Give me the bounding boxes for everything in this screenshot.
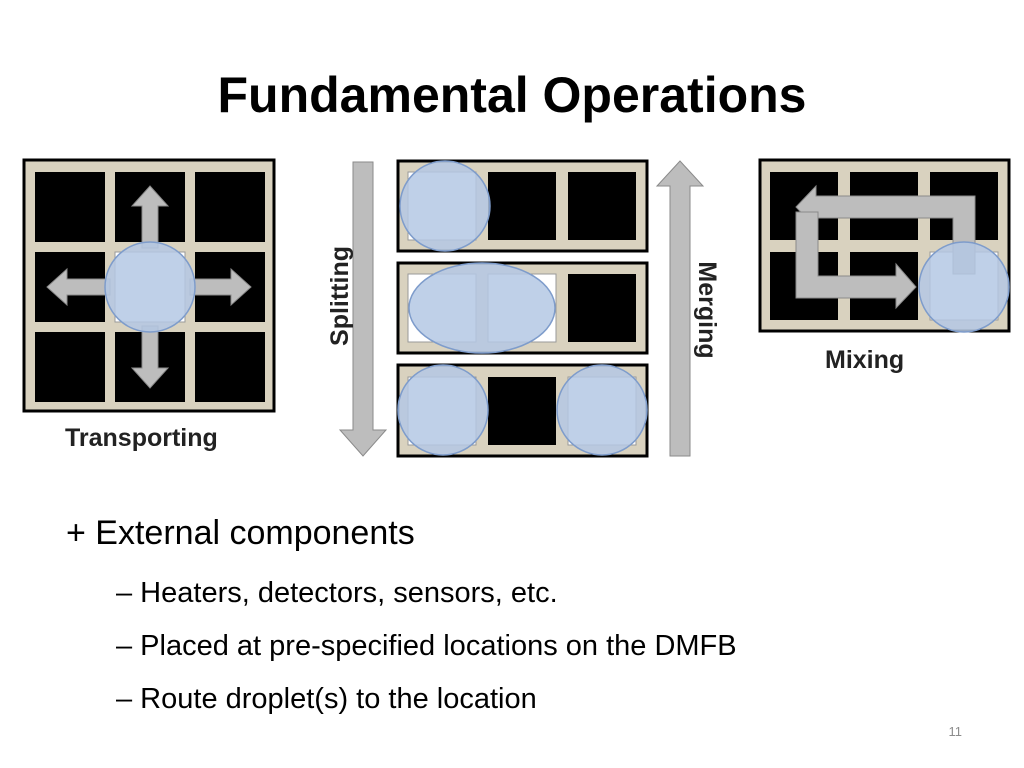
cell [568, 274, 636, 342]
mixing-label: Mixing [825, 346, 904, 374]
cell [195, 332, 265, 402]
merging-panel: Merging [655, 160, 721, 457]
bullet-sub: – Placed at pre-specified locations on t… [116, 630, 737, 662]
bullet-main: + External components [66, 514, 415, 552]
cell [488, 377, 556, 445]
droplet [399, 160, 491, 252]
droplet [556, 364, 648, 456]
droplet [918, 241, 1010, 333]
split-merge-strips [396, 159, 649, 458]
droplet [397, 364, 489, 456]
slide-title: Fundamental Operations [217, 67, 807, 123]
cell [488, 172, 556, 240]
mixing-loop-arrow-top [795, 184, 976, 275]
operations-diagram: Transporting Splitting Merging [22, 158, 1011, 458]
splitting-label: Splitting [326, 246, 354, 346]
transporting-panel: Transporting [22, 158, 276, 452]
page-number: 11 [948, 724, 963, 739]
merging-label: Merging [693, 261, 721, 358]
transporting-label: Transporting [65, 424, 218, 452]
cell [568, 172, 636, 240]
splitting-panel: Splitting [326, 161, 388, 457]
bullet-sub: – Heaters, detectors, sensors, etc. [116, 577, 558, 609]
droplet [104, 241, 196, 333]
cell [35, 332, 105, 402]
mixing-loop-arrow-bottom [795, 211, 917, 310]
arrow-down-icon [338, 161, 388, 457]
droplet-elongated [408, 262, 556, 354]
mixing-panel: Mixing [758, 158, 1011, 374]
bullet-sub: – Route droplet(s) to the location [116, 683, 537, 715]
cell [195, 172, 265, 242]
cell [35, 172, 105, 242]
arrow-up-icon [655, 160, 705, 457]
